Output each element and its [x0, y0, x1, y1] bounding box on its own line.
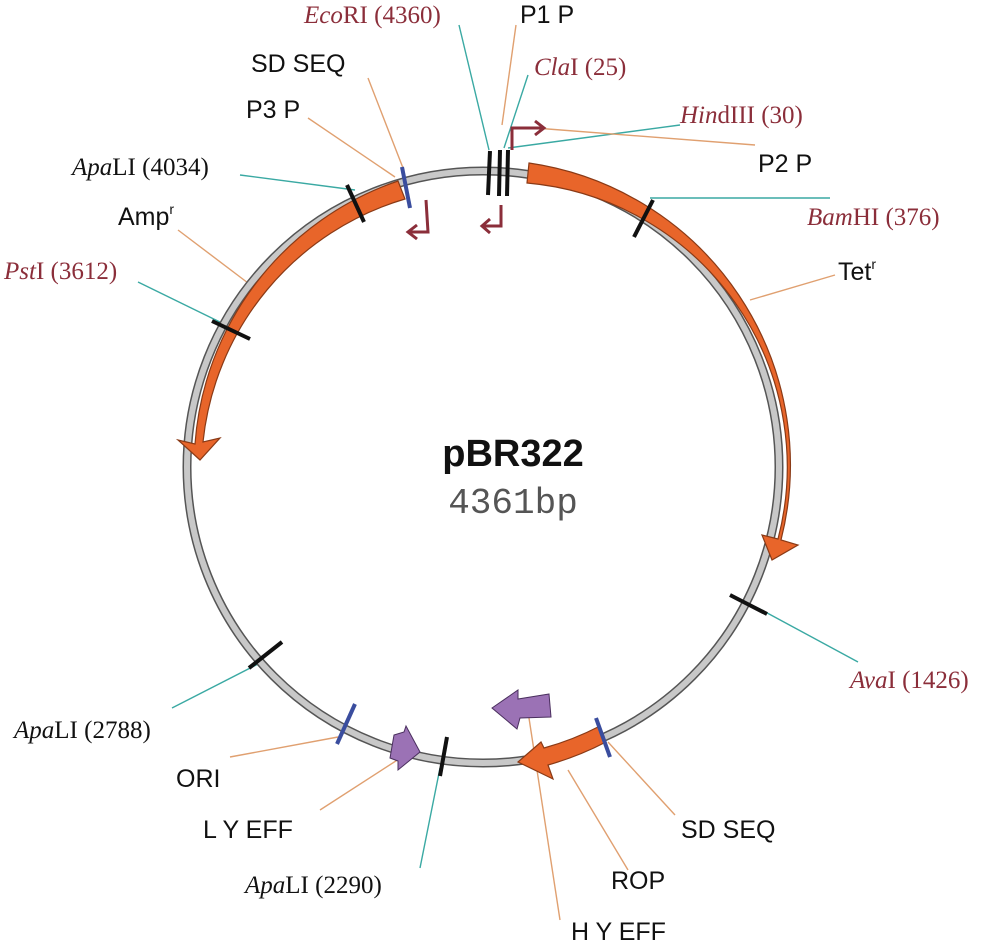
promoter-label-p2p: P2 P	[758, 150, 812, 178]
gene-label-rop: ROP	[611, 867, 665, 895]
site-label-apali-2788: ApaLI (2788)	[12, 717, 151, 744]
site-label-psti: PstI (3612)	[3, 258, 117, 285]
feature-label-ori: ORI	[176, 765, 220, 793]
site-label-apali-4034: ApaLI (4034)	[70, 154, 209, 181]
gene-label-amp: Ampr	[118, 201, 174, 231]
site-label-clai: ClaI (25)	[534, 54, 626, 81]
promoter-arrow-p1p-head	[479, 217, 491, 235]
site-label-ecori: EcoRI (4360)	[303, 2, 441, 29]
tick-ecori	[486, 150, 492, 196]
gene-arrow-tet	[526, 162, 800, 561]
gene-arrow-rop	[516, 725, 607, 781]
leader-rop	[567, 769, 629, 871]
leader-amp	[177, 229, 249, 284]
gene-label-tet: Tetr	[838, 256, 876, 286]
gene-arrow-amp	[175, 180, 406, 461]
leader-lyeff	[319, 756, 403, 811]
leader-avai	[757, 607, 859, 663]
promoter-label-p1p: P1 P	[520, 1, 574, 29]
leader-ori	[229, 736, 339, 758]
promoter-arrow-p2p-head	[534, 119, 547, 137]
tick-bamhi	[632, 199, 655, 238]
promoter-arrow-p3p	[410, 199, 430, 234]
regulatory-label-lyeff: L Y EFF	[203, 816, 293, 844]
site-label-apali-2290: ApaLI (2290)	[243, 872, 382, 899]
site-label-bamhi: BamHI (376)	[807, 204, 940, 231]
regulatory-arrow-lyeff	[389, 724, 421, 772]
tick-apali-2788	[247, 640, 284, 670]
regulatory-arrow-hyeff	[491, 689, 552, 730]
leader-hyeff	[526, 704, 561, 921]
mark-sdseq-right	[594, 717, 612, 758]
site-label-hindiii: HindIII (30)	[679, 102, 803, 129]
regulatory-label-hyeff: H Y EFF	[571, 918, 666, 945]
promoter-arrow-p2p	[510, 126, 542, 150]
leader-p1p	[501, 24, 517, 126]
tick-psti	[211, 319, 251, 341]
tick-hindiii	[505, 149, 510, 197]
site-ticks	[211, 149, 768, 777]
leader-apali-2290	[419, 767, 441, 869]
promoter-arrow-p3p-head	[405, 223, 418, 241]
plasmid-backbone-fill	[184, 168, 782, 766]
promoter-arrow-p1p	[484, 205, 503, 228]
leader-psti	[137, 281, 227, 326]
promoter-marks	[405, 119, 547, 241]
leader-tet	[749, 274, 836, 301]
leader-lines	[137, 24, 859, 921]
mark-ori	[335, 703, 357, 745]
leader-hindiii	[507, 124, 681, 149]
feature-label-sdseq-right: SD SEQ	[681, 816, 775, 844]
tick-apali-2290	[438, 736, 449, 777]
tick-avai	[729, 593, 768, 616]
leader-clai	[503, 74, 529, 149]
plasmid-size: 4361bp	[448, 483, 578, 524]
leader-sdseq-top	[367, 77, 404, 169]
leader-apali-2788	[171, 661, 263, 709]
leader-p2p	[534, 127, 756, 146]
plasmid-name: pBR322	[442, 433, 584, 475]
tick-apali-4034	[345, 184, 366, 223]
feature-label-sdseq-top: SD SEQ	[251, 50, 345, 78]
mark-sdseq-top	[400, 166, 412, 209]
leader-p3p	[307, 117, 396, 178]
site-label-avai: AvaI (1426)	[848, 667, 969, 694]
leader-ecori	[458, 24, 490, 151]
promoter-label-p3p: P3 P	[246, 96, 300, 124]
leader-apali-4034	[239, 174, 356, 191]
leader-sdseq-right	[607, 741, 676, 816]
sd-marks	[335, 166, 612, 758]
tick-clai	[497, 149, 502, 197]
